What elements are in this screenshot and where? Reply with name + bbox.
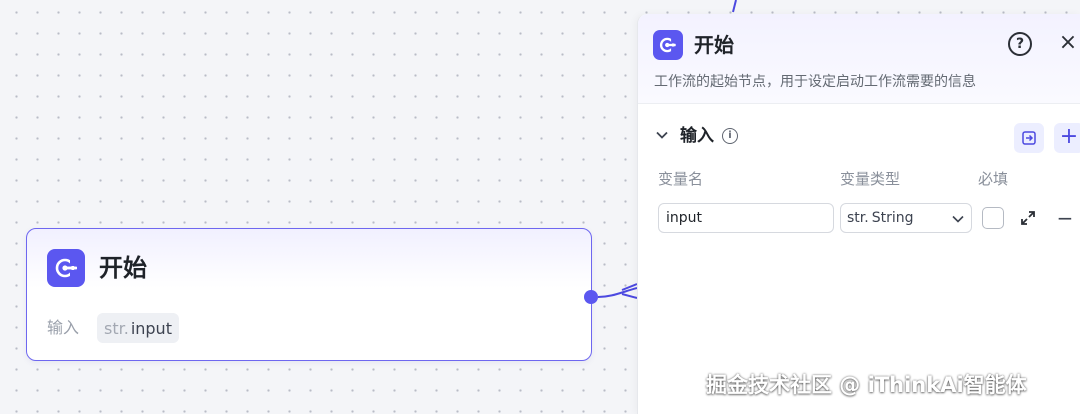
chip-variable-name: input bbox=[130, 318, 172, 338]
panel-description: 工作流的起始节点，用于设定启动工作流需要的信息 bbox=[654, 74, 976, 90]
node-variable-chip: str. input bbox=[97, 313, 179, 343]
node-output-handle[interactable] bbox=[584, 290, 598, 304]
start-flow-icon bbox=[653, 30, 683, 60]
column-header-type: 变量类型 bbox=[840, 170, 901, 188]
start-flow-icon bbox=[47, 249, 85, 287]
section-title-input: 输入 bbox=[680, 126, 714, 146]
type-value: String bbox=[871, 210, 914, 226]
add-variable-button[interactable]: + bbox=[1054, 123, 1080, 153]
node-config-panel: 开始 ? × 工作流的起始节点，用于设定启动工作流需要的信息 输入 i + 变量… bbox=[637, 14, 1080, 414]
node-title: 开始 bbox=[99, 254, 147, 282]
column-header-required: 必填 bbox=[978, 170, 1009, 188]
chevron-down-icon bbox=[952, 215, 964, 223]
expand-arrows-icon[interactable] bbox=[1019, 209, 1037, 227]
chevron-down-icon[interactable] bbox=[654, 127, 670, 143]
info-circle-icon[interactable]: i bbox=[722, 128, 738, 144]
type-prefix: str. bbox=[847, 210, 869, 226]
start-node[interactable]: 开始 输入 str. input bbox=[26, 228, 592, 361]
import-button[interactable] bbox=[1014, 123, 1044, 153]
import-icon bbox=[1022, 131, 1036, 145]
watermark: 掘金技术社区 @ iThinkAi智能体 bbox=[706, 373, 1027, 397]
required-checkbox[interactable] bbox=[982, 207, 1004, 229]
question-circle-icon[interactable]: ? bbox=[1008, 32, 1032, 56]
node-input-label: 输入 bbox=[47, 318, 80, 337]
close-icon[interactable]: × bbox=[1058, 30, 1078, 55]
panel-title: 开始 bbox=[694, 33, 734, 57]
variable-type-select[interactable]: str. String bbox=[840, 203, 972, 233]
panel-header: 开始 ? × 工作流的起始节点，用于设定启动工作流需要的信息 bbox=[638, 14, 1080, 104]
column-header-name: 变量名 bbox=[658, 170, 704, 188]
minus-icon[interactable]: − bbox=[1056, 206, 1074, 230]
chip-variable-type: str. bbox=[104, 318, 129, 338]
variable-name-input[interactable] bbox=[658, 203, 834, 233]
